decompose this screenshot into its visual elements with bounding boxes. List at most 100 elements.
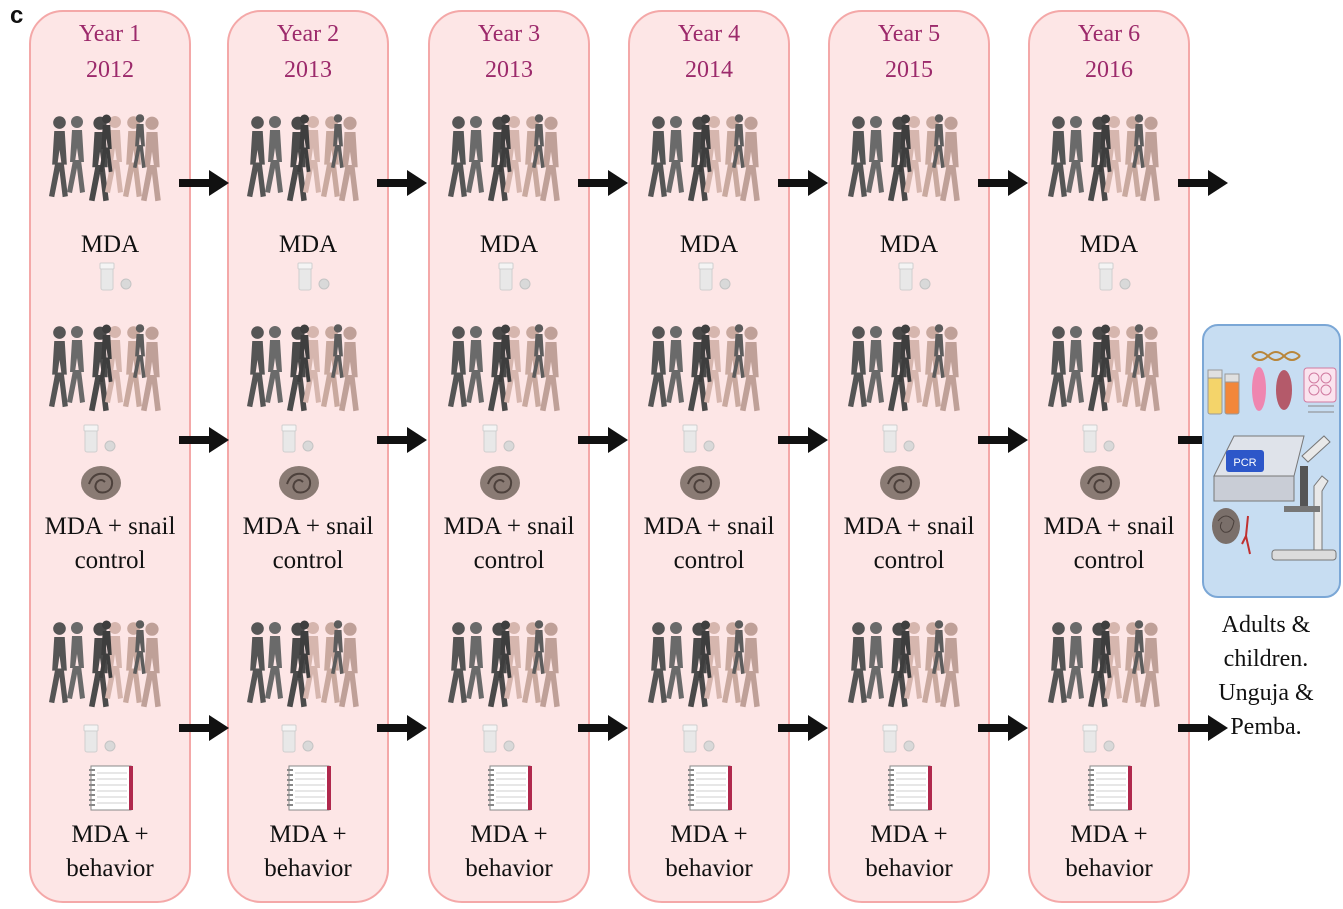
notebook-icon xyxy=(287,765,331,811)
pill-bottle-icon xyxy=(882,424,915,453)
snail-icon xyxy=(680,466,720,500)
population-group xyxy=(45,312,173,412)
pill-bottle-icon xyxy=(99,262,132,291)
lab-caption-line: Unguja & xyxy=(1218,680,1314,706)
notebook-icon xyxy=(888,765,932,811)
arrow-icon xyxy=(578,715,628,741)
arm-label-line: behavior xyxy=(1065,855,1153,882)
arm-label-line: MDA + xyxy=(670,821,748,848)
pill-bottle-icon xyxy=(1082,724,1115,753)
year-label: Year 1 xyxy=(78,21,142,47)
arrow-icon xyxy=(978,427,1028,453)
population-group xyxy=(844,608,972,708)
arrow-icon xyxy=(179,170,229,196)
population-group xyxy=(1044,312,1172,412)
arm-label-line: control xyxy=(74,547,146,574)
arrow-icon xyxy=(1178,170,1228,196)
people-silhouette-icon xyxy=(1048,114,1160,202)
snail-icon xyxy=(81,466,121,500)
snail-icon xyxy=(279,466,319,500)
population-group xyxy=(444,102,572,202)
arm-label-line: behavior xyxy=(66,855,154,882)
arm-label-line: MDA + snail xyxy=(843,513,975,540)
lab-equipment-icon: PCR xyxy=(1207,351,1337,561)
arm-label-behavior: MDA +behavior xyxy=(21,818,199,886)
arm-label-line: behavior xyxy=(665,855,753,882)
arm-label-behavior: MDA +behavior xyxy=(820,818,998,886)
arm-label-line: control xyxy=(272,547,344,574)
population-group xyxy=(844,312,972,412)
people-silhouette-icon xyxy=(848,114,960,202)
year-value: 2016 xyxy=(1085,57,1133,83)
dna-icon xyxy=(1251,351,1301,361)
pill-bottle-icon xyxy=(81,724,121,754)
arm-label-line: control xyxy=(673,547,745,574)
pill-bottle-icon xyxy=(496,262,536,292)
arm-label-line: MDA xyxy=(679,231,739,258)
pill-bottle-icon xyxy=(482,424,515,453)
arm-label-mda: MDA xyxy=(219,228,397,262)
arm-label-snail: MDA + snail control xyxy=(420,510,598,578)
arrow-icon xyxy=(377,427,427,453)
pill-bottle-icon xyxy=(480,724,520,754)
people-silhouette-icon xyxy=(648,324,760,412)
arrow-icon xyxy=(377,427,427,453)
arm-label-mda: MDA xyxy=(1020,228,1198,262)
population-group xyxy=(644,312,772,412)
population-group xyxy=(844,102,972,202)
arm-label-behavior: MDA +behavior xyxy=(1020,818,1198,886)
people-silhouette-icon xyxy=(448,324,560,412)
arrow-icon xyxy=(377,170,427,196)
arm-label-line: MDA + xyxy=(870,821,948,848)
pill-bottle-icon xyxy=(480,424,520,454)
pill-bottle-icon xyxy=(880,424,920,454)
arrow-icon xyxy=(179,715,229,741)
arrow-icon xyxy=(978,170,1028,196)
arrow-icon xyxy=(377,170,427,196)
arrow-icon xyxy=(578,427,628,453)
notebook-icon xyxy=(886,764,936,812)
population-group xyxy=(1044,608,1172,708)
population-group xyxy=(444,312,572,412)
arm-label-line: behavior xyxy=(465,855,553,882)
notebook-icon xyxy=(1088,765,1132,811)
arm-label-line: MDA + snail xyxy=(443,513,575,540)
population-group xyxy=(1044,102,1172,202)
pill-bottle-icon xyxy=(898,262,931,291)
microscope-icon xyxy=(1271,435,1337,561)
year-value: 2012 xyxy=(86,57,134,83)
population-group xyxy=(444,608,572,708)
population-group xyxy=(45,102,173,202)
snail-icon xyxy=(1212,508,1240,544)
pill-bottle-icon xyxy=(498,262,531,291)
people-silhouette-icon xyxy=(247,324,359,412)
arm-label-snail: MDA + snail control xyxy=(219,510,397,578)
arm-label-line: MDA + snail xyxy=(242,513,374,540)
notebook-icon xyxy=(89,765,133,811)
pill-bottle-icon xyxy=(1080,724,1120,754)
lab-caption-line: children. xyxy=(1223,646,1309,672)
arrow-icon xyxy=(377,715,427,741)
arm-label-line: control xyxy=(473,547,545,574)
pill-bottle-icon xyxy=(1096,262,1136,292)
population-group xyxy=(644,608,772,708)
snail-icon xyxy=(880,466,920,500)
arm-label-line: MDA xyxy=(1079,231,1139,258)
arm-label-mda: MDA xyxy=(420,228,598,262)
arrow-icon xyxy=(978,170,1028,196)
pill-bottle-icon xyxy=(482,724,515,753)
year-value: 2013 xyxy=(485,57,533,83)
population-group xyxy=(243,312,371,412)
people-silhouette-icon xyxy=(448,620,560,708)
arm-label-line: MDA + snail xyxy=(44,513,176,540)
pill-bottle-icon xyxy=(682,724,715,753)
arrow-icon xyxy=(179,170,229,196)
arrow-icon xyxy=(1178,715,1228,741)
pill-bottle-icon xyxy=(297,262,330,291)
pill-bottle-icon xyxy=(882,724,915,753)
